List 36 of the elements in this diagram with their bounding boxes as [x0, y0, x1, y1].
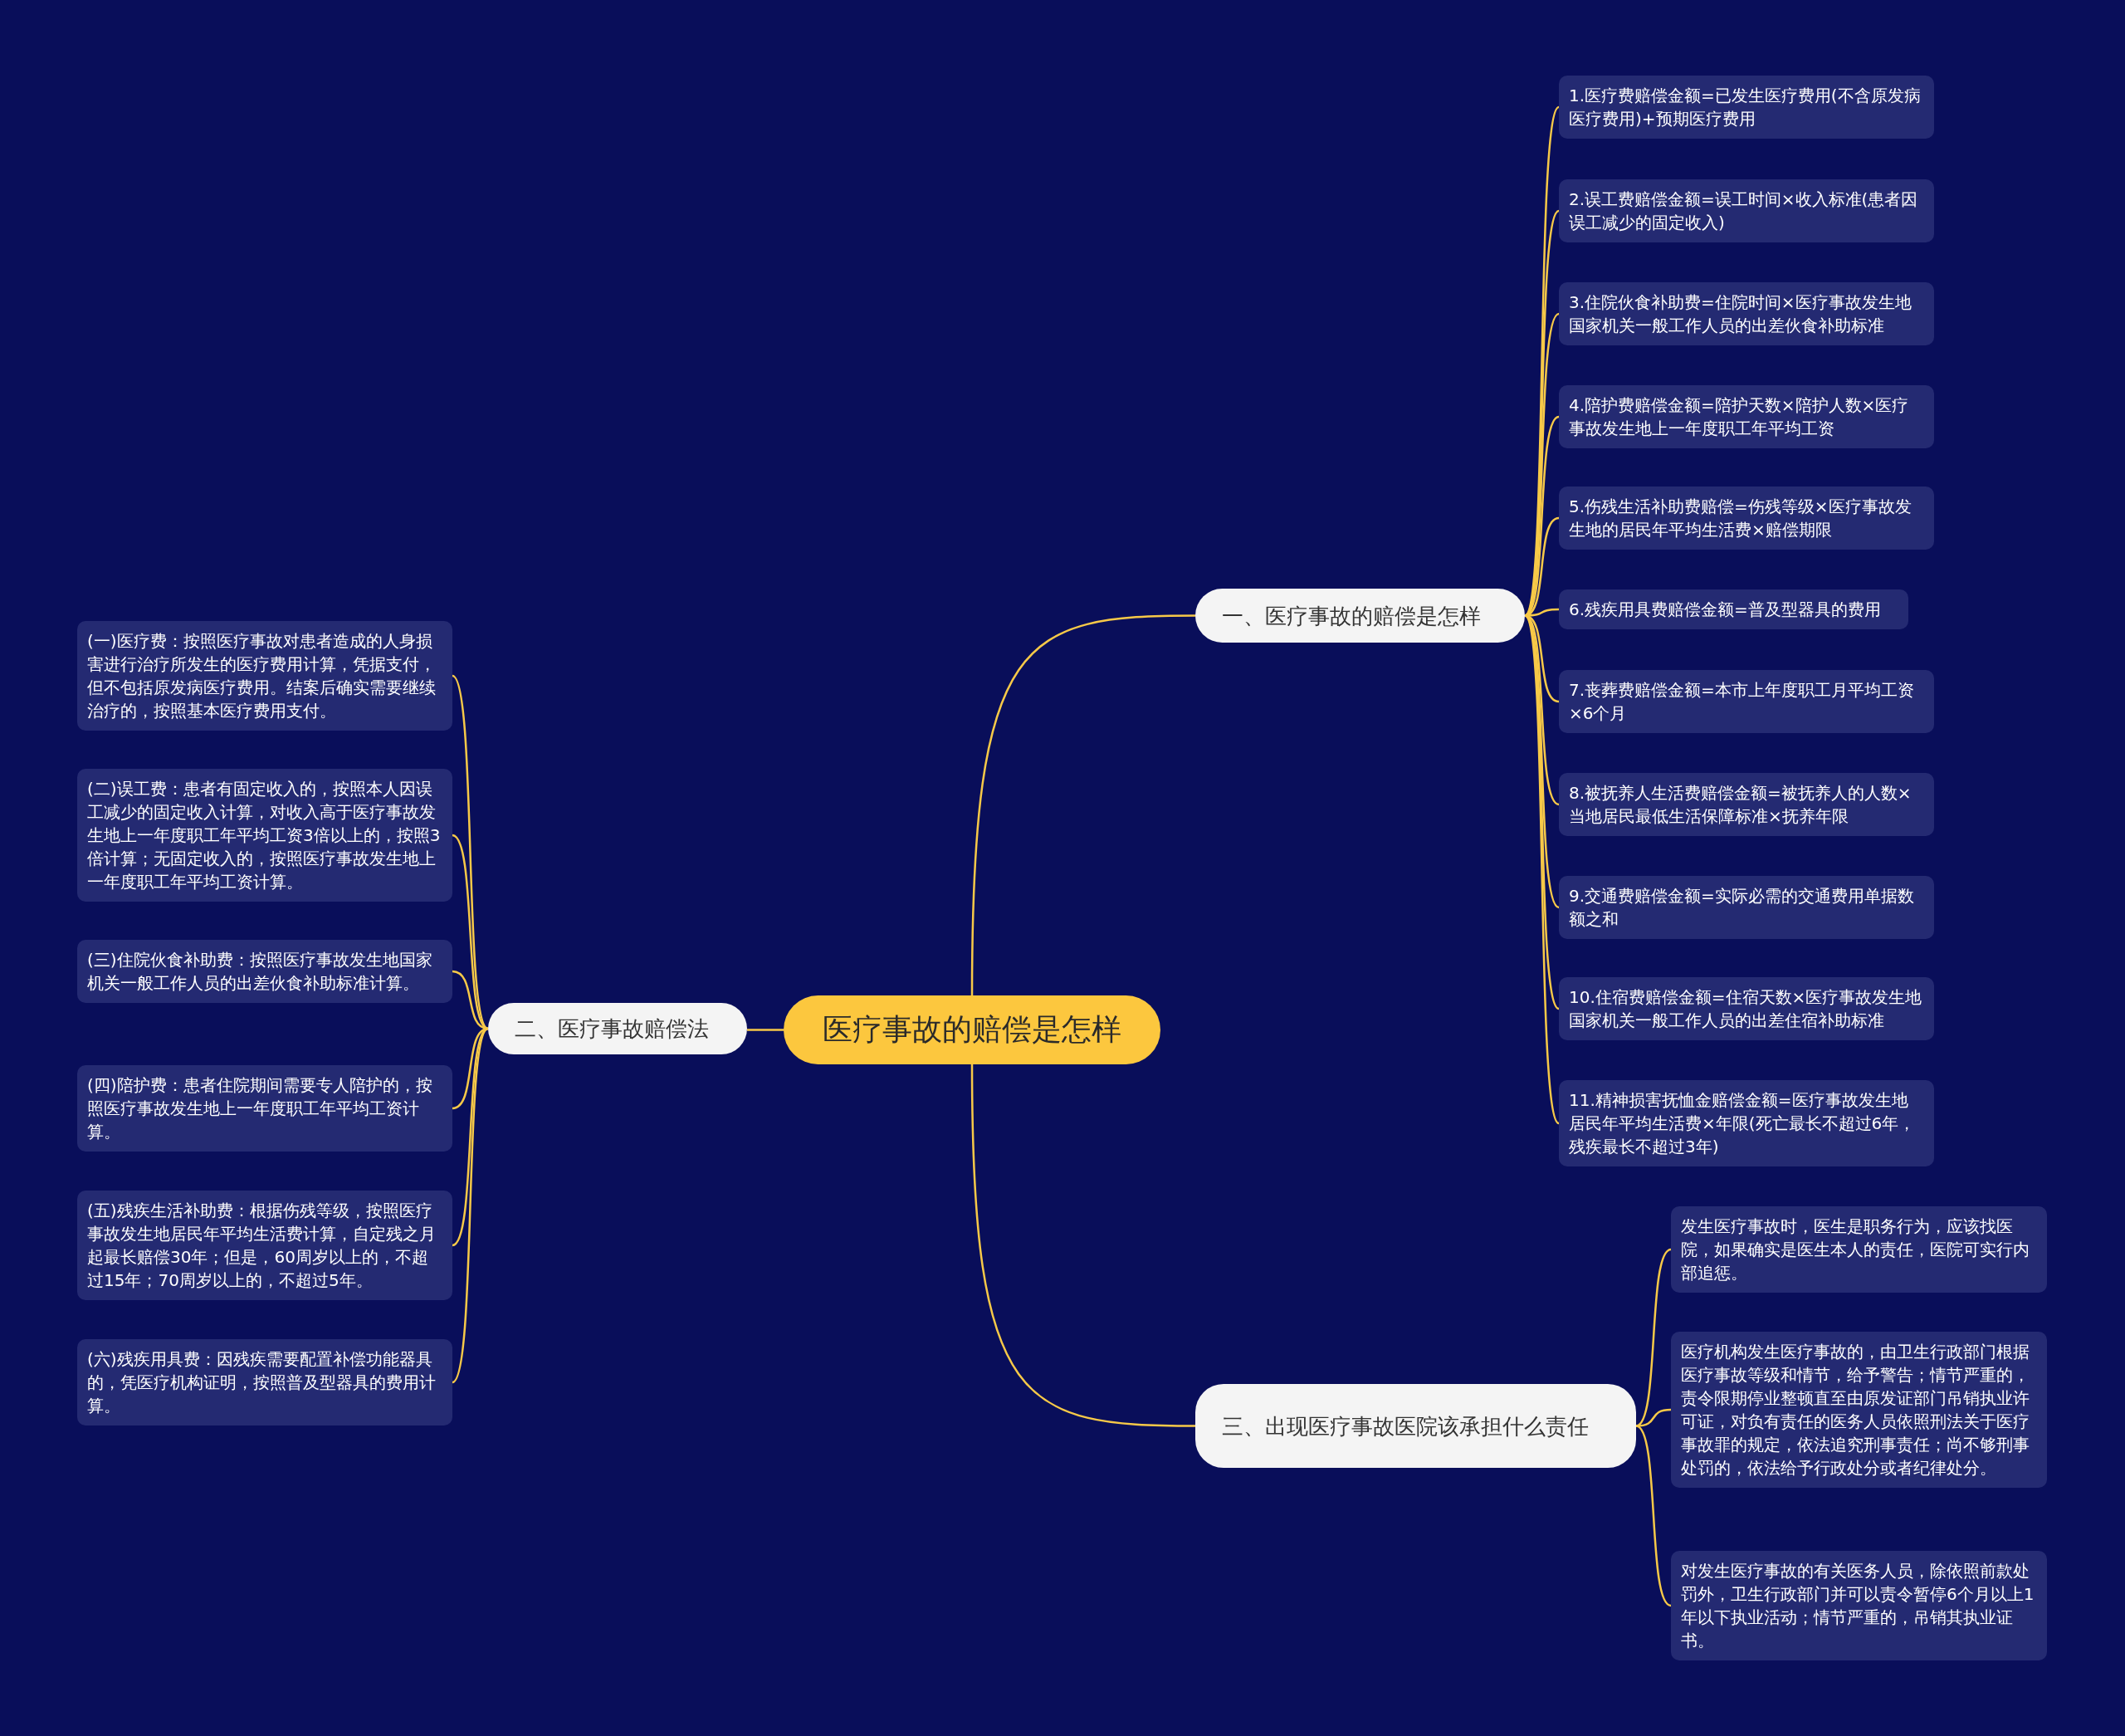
connector	[970, 1064, 1195, 1427]
note-card: 11.精神损害抚恤金赔偿金额=医疗事故发生地居民年平均生活费×年限(死亡最长不超过6年，残疾最长不超过3年)	[1559, 1080, 1934, 1166]
note-card: (二)误工费：患者有固定收入的，按照本人因误工减少的固定收入计算，对收入高于医疗事故发生地上一年度职工年平均工资3倍以上的，按照3倍计算；无固定收入的，按照医疗事故发生地上一年度职工年平均工资计算。	[77, 769, 452, 902]
connector	[452, 834, 489, 1030]
connector	[1523, 614, 1561, 1124]
note-card: 7.丧葬费赔偿金额=本市上年度职工月平均工资×6个月	[1559, 670, 1934, 733]
note-card: 9.交通费赔偿金额=实际必需的交通费用单据数额之和	[1559, 876, 1934, 939]
central-topic: 医疗事故的赔偿是怎样	[784, 995, 1160, 1064]
note-card: 对发生医疗事故的有关医务人员，除依照前款处罚外，卫生行政部门并可以责令暂停6个月以上1年以下执业活动；情节严重的，吊销其执业证书。	[1671, 1551, 2047, 1660]
note-card: 10.住宿费赔偿金额=住宿天数×医疗事故发生地国家机关一般工作人员的出差住宿补助标准	[1559, 977, 1934, 1040]
note-card: 发生医疗事故时，医生是职务行为，应该找医院，如果确实是医生本人的责任，医院可实行内部追惩。	[1671, 1206, 2047, 1293]
connector	[1523, 106, 1561, 617]
note-card: 6.残疾用具费赔偿金额=普及型器具的费用	[1559, 589, 1908, 629]
note-card: 3.住院伙食补助费=住院时间×医疗事故发生地国家机关一般工作人员的出差伙食补助标准	[1559, 282, 1934, 345]
connector	[452, 1028, 489, 1383]
note-card: 医疗机构发生医疗事故的，由卫生行政部门根据医疗事故等级和情节，给予警告；情节严重的，责令限期停业整顿直至由原发证部门吊销执业许可证，对负有责任的医务人员依照刑法关于医疗事故罪的规定，依法追究刑事责任；尚不够刑事处罚的，依法给予行政处分或者纪律处分。	[1671, 1332, 2047, 1488]
connector	[452, 970, 489, 1030]
note-card: 5.伤残生活补助费赔偿=伤残等级×医疗事故发生地的居民年平均生活费×赔偿期限	[1559, 487, 1934, 550]
branch-topic: 三、出现医疗事故医院该承担什么责任	[1195, 1384, 1636, 1468]
note-card: (四)陪护费：患者住院期间需要专人陪护的，按照医疗事故发生地上一年度职工年平均工资计算。	[77, 1065, 452, 1152]
note-card: 1.医疗费赔偿金额=已发生医疗费用(不含原发病医疗费用)+预期医疗费用	[1559, 76, 1934, 139]
note-card: (六)残疾用具费：因残疾需要配置补偿功能器具的，凭医疗机构证明，按照普及型器具的费用计算。	[77, 1339, 452, 1425]
note-card: (五)残疾生活补助费：根据伤残等级，按照医疗事故发生地居民年平均生活费计算，自定残之月起最长赔偿30年；但是，60周岁以上的，不超过15年；70周岁以上的，不超过5年。	[77, 1191, 452, 1300]
connector	[970, 614, 1195, 995]
note-card: 8.被抚养人生活费赔偿金额=被抚养人的人数×当地居民最低生活保障标准×抚养年限	[1559, 773, 1934, 836]
connector	[452, 675, 489, 1029]
connector	[1635, 1425, 1672, 1607]
branch-topic: 二、医疗事故赔偿法	[488, 1003, 747, 1054]
connector	[1635, 1248, 1672, 1427]
note-card: (一)医疗费：按照医疗事故对患者造成的人身损害进行治疗所发生的医疗费用计算，凭据支付，但不包括原发病医疗费用。结案后确实需要继续治疗的，按照基本医疗费用支付。	[77, 621, 452, 731]
branch-topic: 一、医疗事故的赔偿是怎样	[1195, 589, 1525, 643]
note-card: 2.误工费赔偿金额=误工时间×收入标准(患者因误工减少的固定收入)	[1559, 179, 1934, 242]
note-card: 4.陪护费赔偿金额=陪护天数×陪护人数×医疗事故发生地上一年度职工年平均工资	[1559, 385, 1934, 448]
connector	[452, 1028, 489, 1246]
connector	[747, 1029, 784, 1031]
note-card: (三)住院伙食补助费：按照医疗事故发生地国家机关一般工作人员的出差伙食补助标准计算。	[77, 940, 452, 1003]
